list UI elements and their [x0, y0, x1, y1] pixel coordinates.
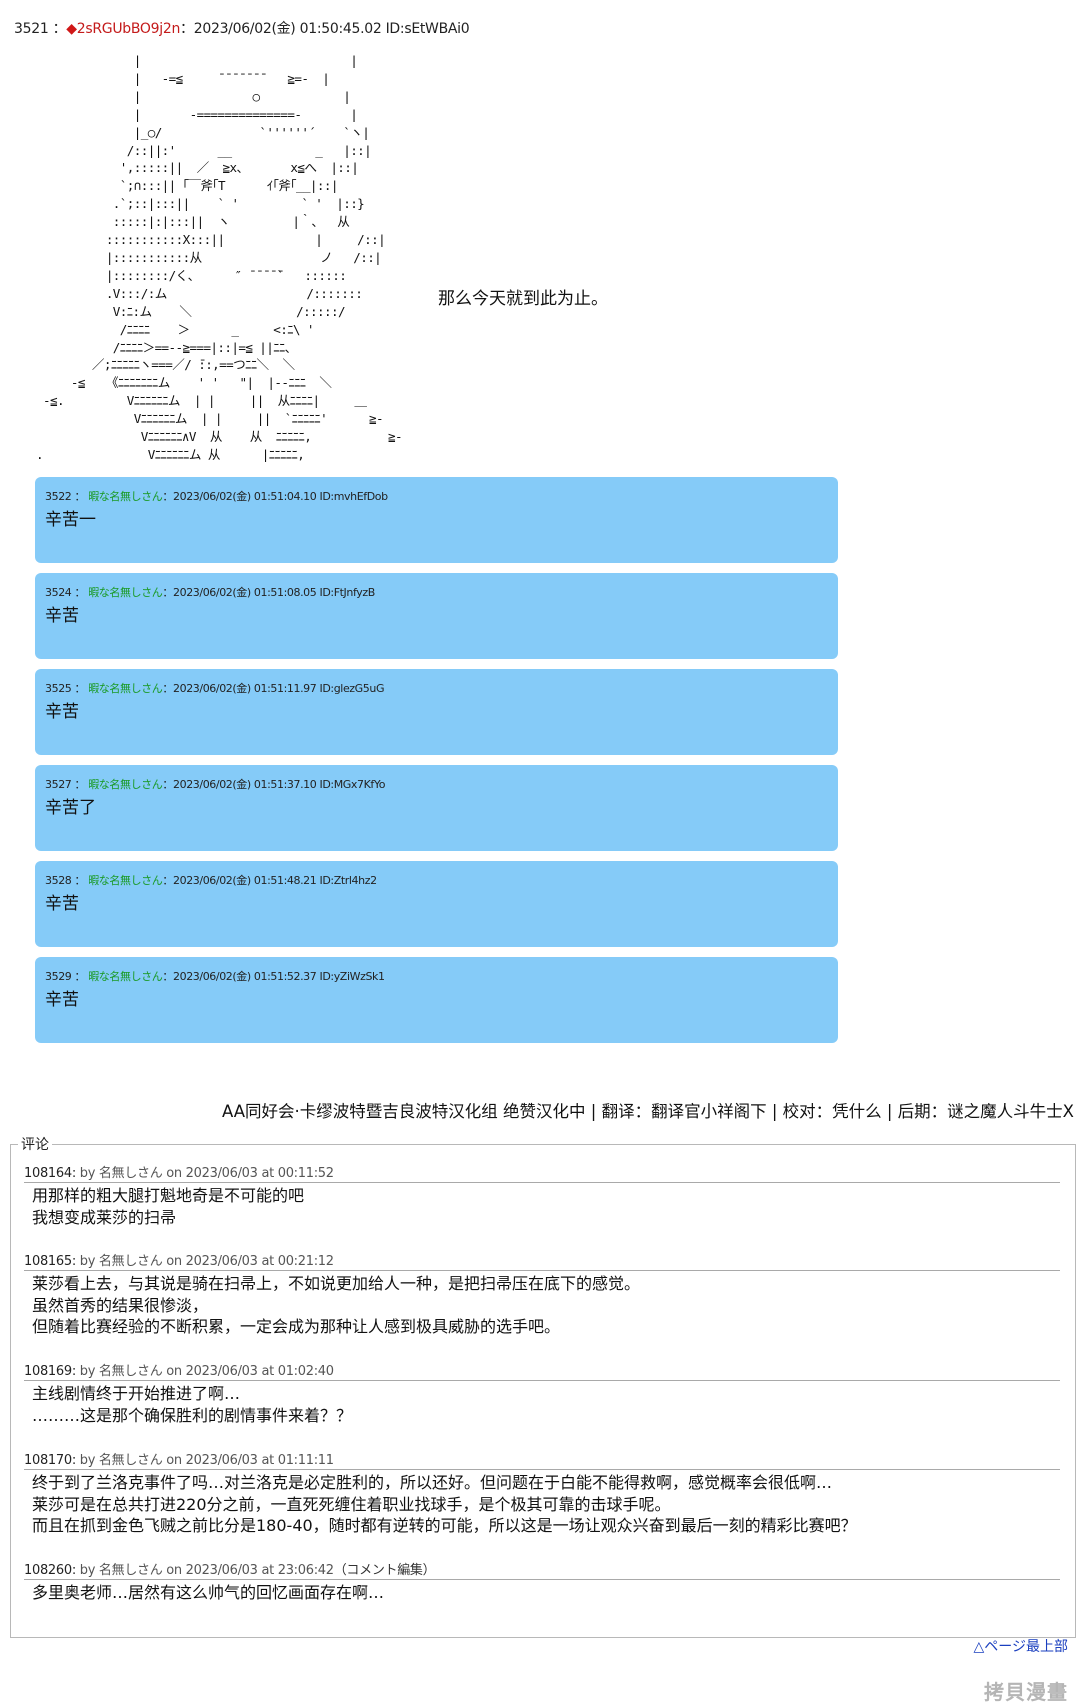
reply-post: 3524 ： 暇な名無しさん：2023/06/02(金) 01:51:08.05… — [35, 573, 838, 659]
reply-text: 辛苦 — [45, 702, 79, 722]
reply-text: 辛苦 — [45, 606, 79, 626]
comment-byline: by 名無しさん on 2023/06/03 at 00:11:52 — [79, 1166, 334, 1181]
comment-line: 用那样的粗大腿打魁地奇是不可能的吧 — [32, 1186, 305, 1205]
reply-meta: ：2023/06/02(金) 01:51:37.10 ID:MGx7KfYo — [162, 778, 386, 791]
reply-post: 3528 ： 暇な名無しさん：2023/06/02(金) 01:51:48.21… — [35, 861, 838, 947]
reply-author: 暇な名無しさん — [88, 682, 163, 695]
reply-text: 辛苦了 — [45, 798, 96, 818]
reply-number: 3522 — [45, 490, 72, 503]
comment-line: 莱莎可是在总共打进220分之前，一直死死缠住着职业找球手，是个极其可靠的击球手呢… — [32, 1494, 671, 1514]
comment-body: 用那样的粗大腿打魁地奇是不可能的吧我想变成莱莎的扫帚 — [24, 1183, 1064, 1228]
reply-header: 3522 ： 暇な名無しさん：2023/06/02(金) 01:51:04.10… — [45, 490, 388, 503]
reply-text: 辛苦一 — [45, 510, 96, 530]
comment-id: 108260: — [24, 1563, 76, 1578]
comment-header: 108165: by 名無しさん on 2023/06/03 at 00:21:… — [24, 1250, 1060, 1271]
page-top-link[interactable]: △ページ最上部 — [973, 1639, 1069, 1655]
comment-item: 108170: by 名無しさん on 2023/06/03 at 01:11:… — [24, 1449, 1064, 1537]
comment-body: 主线剧情终于开始推进了啊… ………这是那个确保胜利的剧情事件来着？？ — [24, 1381, 1064, 1426]
comment-line: 莱莎看上去，与其说是骑在扫帚上，不如说更加给人一种，是把扫帚压在底下的感觉。 — [32, 1274, 641, 1293]
reply-post: 3527 ： 暇な名無しさん：2023/06/02(金) 01:51:37.10… — [35, 765, 838, 851]
reply-meta: ：2023/06/02(金) 01:51:52.37 ID:yZiWzSk1 — [162, 970, 385, 983]
comments-label: 评论 — [18, 1134, 52, 1154]
reply-meta: ：2023/06/02(金) 01:51:04.10 ID:mvhEfDob — [162, 490, 388, 503]
reply-author: 暇な名無しさん — [88, 586, 163, 599]
reply-meta: ：2023/06/02(金) 01:51:11.97 ID:glezG5uG — [162, 682, 385, 695]
comment-line: 多里奥老师…居然有这么帅气的回忆画面存在啊… — [32, 1583, 385, 1602]
comment-item: 108260: by 名無しさん on 2023/06/03 at 23:06:… — [24, 1559, 1064, 1604]
comment-line: ………这是那个确保胜利的剧情事件来着？？ — [32, 1405, 353, 1425]
comment-item: 108169: by 名無しさん on 2023/06/03 at 01:02:… — [24, 1360, 1064, 1426]
reply-number: 3524 — [45, 586, 72, 599]
comment-body: 终于到了兰洛克事件了吗…对兰洛克是必定胜利的，所以还好。但问题在于白能不能得救啊… — [24, 1470, 1064, 1537]
comment-edit-link[interactable]: （コメント編集） — [333, 1563, 436, 1578]
reply-post: 3525 ： 暇な名無しさん：2023/06/02(金) 01:51:11.97… — [35, 669, 838, 755]
reply-number: 3529 — [45, 970, 72, 983]
comment-line: 终于到了兰洛克事件了吗…对兰洛克是必定胜利的，所以还好。但问题在于白能不能得救啊… — [32, 1473, 833, 1492]
comment-id: 108170: — [24, 1453, 76, 1468]
comment-byline: by 名無しさん on 2023/06/03 at 01:02:40 — [79, 1364, 334, 1379]
reply-text: 辛苦 — [45, 894, 79, 914]
ascii-art: | | | -=≦ ̄ ̄ ̄ ̄ ̄ ̄ ̄ ≧=- | | ○ | | -=… — [36, 53, 403, 462]
post-number-sep: ： — [52, 21, 67, 37]
reply-author: 暇な名無しさん — [88, 778, 163, 791]
reply-author: 暇な名無しさん — [88, 970, 163, 983]
reply-number: 3528 — [45, 874, 72, 887]
reply-text: 辛苦 — [45, 990, 79, 1010]
reply-meta: ：2023/06/02(金) 01:51:48.21 ID:Ztrl4hz2 — [162, 874, 377, 887]
comments-box — [10, 1144, 1076, 1638]
trip-diamond-icon: ◆ — [66, 21, 77, 37]
translation-credits: AA同好会·卡缪波特暨吉良波特汉化组 绝赞汉化中 | 翻译：翻译官小祥阁下 | … — [222, 1102, 1074, 1121]
reply-header: 3529 ： 暇な名無しさん：2023/06/02(金) 01:51:52.37… — [45, 970, 385, 983]
watermark: 拷貝漫畫 — [984, 1680, 1068, 1704]
comment-line: 我想变成莱莎的扫帚 — [32, 1207, 177, 1227]
comment-header: 108169: by 名無しさん on 2023/06/03 at 01:02:… — [24, 1360, 1060, 1381]
post-header: 3521 ：◆2sRGUbBO9j2n：2023/06/02(金) 01:50:… — [14, 18, 470, 38]
comment-item: 108164: by 名無しさん on 2023/06/03 at 00:11:… — [24, 1162, 1064, 1228]
comment-id: 108164: — [24, 1166, 76, 1181]
comment-byline: by 名無しさん on 2023/06/03 at 00:21:12 — [79, 1254, 334, 1269]
reply-author: 暇な名無しさん — [88, 874, 163, 887]
comment-byline: by 名無しさん on 2023/06/03 at 23:06:42 — [79, 1563, 334, 1578]
reply-meta: ：2023/06/02(金) 01:51:08.05 ID:FtJnfyzB — [162, 586, 375, 599]
reply-header: 3527 ： 暇な名無しさん：2023/06/02(金) 01:51:37.10… — [45, 778, 386, 791]
comment-id: 108169: — [24, 1364, 76, 1379]
reply-header: 3528 ： 暇な名無しさん：2023/06/02(金) 01:51:48.21… — [45, 874, 377, 887]
comment-byline: by 名無しさん on 2023/06/03 at 01:11:11 — [79, 1453, 334, 1468]
comment-line: 而且在抓到金色飞贼之前比分是180-40，随时都有逆转的可能，所以这是一场让观众… — [32, 1516, 857, 1535]
reply-post: 3522 ： 暇な名無しさん：2023/06/02(金) 01:51:04.10… — [35, 477, 838, 563]
comment-item: 108165: by 名無しさん on 2023/06/03 at 00:21:… — [24, 1250, 1064, 1338]
comment-line: 但随着比赛经验的不断积累，一定会成为那种让人感到极具威胁的选手吧。 — [32, 1317, 561, 1336]
reply-author: 暇な名無しさん — [88, 490, 163, 503]
post-number: 3521 — [14, 21, 49, 37]
reply-header: 3525 ： 暇な名無しさん：2023/06/02(金) 01:51:11.97… — [45, 682, 385, 695]
comment-body: 莱莎看上去，与其说是骑在扫帚上，不如说更加给人一种，是把扫帚压在底下的感觉。虽然… — [24, 1271, 1064, 1338]
ascii-art-caption: 那么今天就到此为止。 — [438, 289, 608, 309]
reply-header: 3524 ： 暇な名無しさん：2023/06/02(金) 01:51:08.05… — [45, 586, 375, 599]
comment-body: 多里奥老师…居然有这么帅气的回忆画面存在啊… — [24, 1580, 1064, 1604]
post-author-trip[interactable]: 2sRGUbBO9j2n — [76, 21, 181, 37]
comment-id: 108165: — [24, 1254, 76, 1269]
comment-line: 虽然首秀的结果很惨淡， — [32, 1295, 209, 1315]
reply-number: 3527 — [45, 778, 72, 791]
reply-post: 3529 ： 暇な名無しさん：2023/06/02(金) 01:51:52.37… — [35, 957, 838, 1043]
comment-header: 108164: by 名無しさん on 2023/06/03 at 00:11:… — [24, 1162, 1060, 1183]
comment-header: 108260: by 名無しさん on 2023/06/03 at 23:06:… — [24, 1559, 1060, 1580]
post-meta: ：2023/06/02(金) 01:50:45.02 ID:sEtWBAi0 — [180, 21, 470, 37]
comment-header: 108170: by 名無しさん on 2023/06/03 at 01:11:… — [24, 1449, 1060, 1470]
comment-line: 主线剧情终于开始推进了啊… — [32, 1384, 241, 1403]
reply-number: 3525 — [45, 682, 72, 695]
